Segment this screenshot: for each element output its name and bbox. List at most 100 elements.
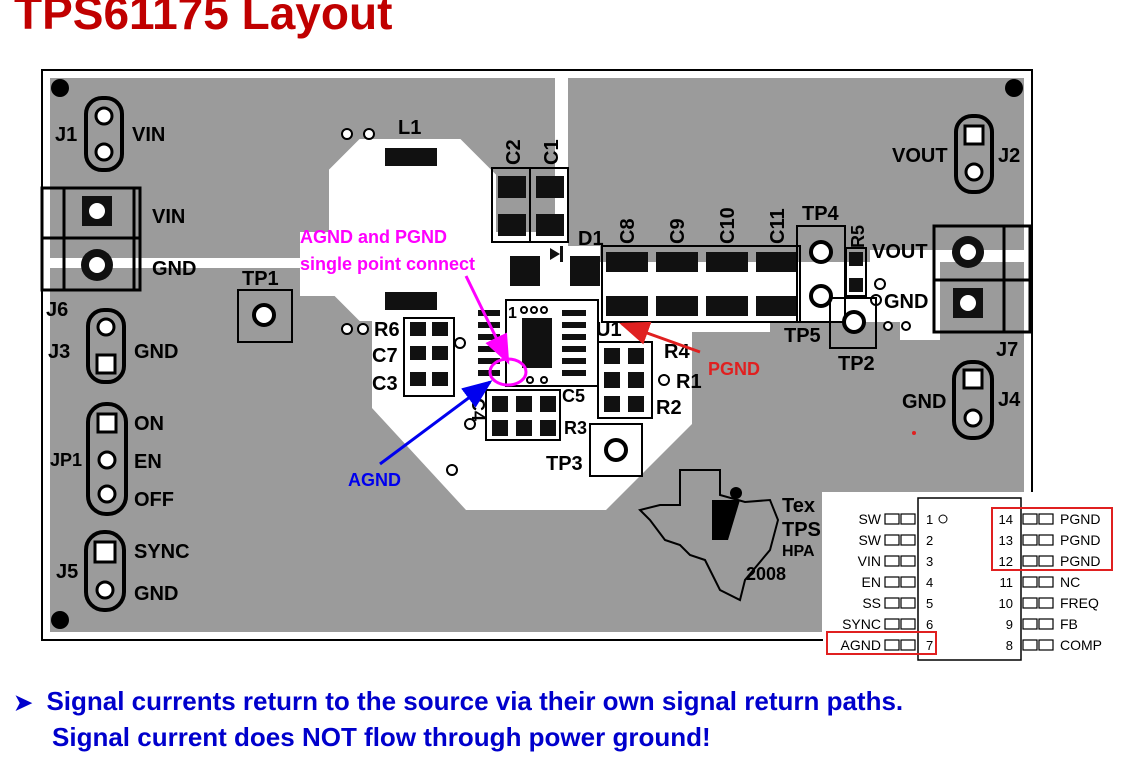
j4-gnd-label: GND bbox=[902, 391, 946, 413]
pin-number: 11 bbox=[1000, 575, 1014, 590]
c2-label: C2 bbox=[503, 139, 525, 165]
pin-pad bbox=[884, 576, 900, 588]
logo-tps-text: TPS bbox=[782, 519, 821, 541]
pin-pad bbox=[1022, 555, 1038, 567]
c11-label: C11 bbox=[767, 208, 789, 244]
j2-label: J2 bbox=[998, 145, 1020, 167]
pin-pad bbox=[884, 597, 900, 609]
j5-label: J5 bbox=[56, 561, 78, 583]
pin-name: PGND bbox=[1060, 532, 1100, 548]
j7-label: J7 bbox=[996, 339, 1018, 361]
l1-label: L1 bbox=[398, 117, 421, 139]
logo-tex-text: Tex bbox=[782, 495, 815, 517]
pin-pad bbox=[1022, 618, 1038, 630]
pin-number: 14 bbox=[999, 512, 1013, 527]
output-copper-pour bbox=[568, 78, 1024, 262]
jp1-label: JP1 bbox=[50, 450, 82, 470]
j5-sync-label: SYNC bbox=[134, 541, 190, 563]
bullet-line-1: ➤ Signal currents return to the source vi… bbox=[14, 686, 903, 717]
j4-label: J4 bbox=[998, 389, 1021, 411]
tp3-label: TP3 bbox=[546, 453, 583, 475]
c9-label: C9 bbox=[667, 218, 689, 244]
u1-pin1-label: 1 bbox=[508, 305, 517, 322]
pgnd-annotation: PGND bbox=[708, 359, 760, 379]
tp1-label: TP1 bbox=[242, 268, 279, 290]
pin-pad bbox=[884, 618, 900, 630]
bullet-line-2: Signal current does NOT flow through pow… bbox=[52, 722, 711, 753]
pin-name: SYNC bbox=[842, 616, 881, 632]
r3-label: R3 bbox=[564, 418, 587, 438]
bullet-arrow-icon: ➤ bbox=[14, 690, 33, 715]
pin-number: 13 bbox=[999, 533, 1013, 548]
pin-pad bbox=[884, 513, 900, 525]
pin-number: 1 bbox=[926, 512, 933, 527]
agnd-pgnd-annotation-line2: single point connect bbox=[300, 254, 475, 274]
j5-gnd-label: GND bbox=[134, 583, 178, 605]
pin-pad bbox=[1022, 513, 1038, 525]
pin-name: AGND bbox=[841, 637, 881, 653]
j6-gnd-label: GND bbox=[152, 258, 196, 280]
jp1-en-label: EN bbox=[134, 451, 162, 473]
pin-number: 2 bbox=[926, 533, 933, 548]
pin-pad bbox=[884, 534, 900, 546]
pin-number: 10 bbox=[999, 596, 1013, 611]
c7-label: C7 bbox=[372, 345, 398, 367]
pin-pad bbox=[1022, 576, 1038, 588]
pin-number: 12 bbox=[999, 554, 1013, 569]
r2-label: R2 bbox=[656, 397, 682, 419]
pin-name: EN bbox=[862, 574, 881, 590]
tp5-label: TP5 bbox=[784, 325, 821, 347]
bullet-text-1: Signal currents return to the source via… bbox=[46, 686, 904, 716]
ground-copper-pour bbox=[50, 268, 940, 632]
pin-pad bbox=[884, 555, 900, 567]
agnd-pin-highlight bbox=[826, 631, 937, 655]
pin-pad bbox=[1022, 534, 1038, 546]
pin-number: 6 bbox=[926, 617, 933, 632]
bullet-text-2: Signal current does NOT flow through pow… bbox=[52, 722, 711, 752]
pgnd-arrow bbox=[619, 321, 701, 354]
slide-title: TPS61175 Layout bbox=[14, 0, 393, 39]
pin-name: SW bbox=[858, 511, 881, 527]
tp2-label: TP2 bbox=[838, 353, 875, 375]
pin-pad bbox=[884, 639, 900, 651]
inductor-l1-outline bbox=[329, 139, 496, 321]
magenta-arrow bbox=[464, 275, 510, 365]
j1-vin-label: VIN bbox=[132, 124, 165, 146]
pin-number: 3 bbox=[926, 554, 933, 569]
c1-label: C1 bbox=[541, 139, 563, 165]
pin-number: 4 bbox=[926, 575, 933, 590]
r6-label: R6 bbox=[374, 319, 400, 341]
c3-label: C3 bbox=[372, 373, 398, 395]
j7-vout-label: VOUT bbox=[872, 241, 928, 263]
output-capacitors bbox=[606, 252, 798, 316]
pin-name: SW bbox=[858, 532, 881, 548]
r1-label: R1 bbox=[676, 371, 702, 393]
c5-label: C5 bbox=[562, 386, 585, 406]
logo-hpa-text: HPA bbox=[782, 543, 815, 560]
j6-label: J6 bbox=[46, 299, 68, 321]
agnd-pgnd-annotation-line1: AGND and PGND bbox=[300, 227, 447, 247]
agnd-arrow bbox=[379, 380, 493, 466]
j3-label: J3 bbox=[48, 341, 70, 363]
j2-vout-label: VOUT bbox=[892, 145, 948, 167]
c10-label: C10 bbox=[717, 207, 739, 244]
jp1-off-label: OFF bbox=[134, 489, 174, 511]
pin-name: PGND bbox=[1060, 553, 1100, 569]
pgnd-pins-highlight bbox=[991, 507, 1113, 571]
jp1-on-label: ON bbox=[134, 413, 164, 435]
pin-number: 9 bbox=[1006, 617, 1013, 632]
pin-number: 5 bbox=[926, 596, 933, 611]
texas-logo-icon bbox=[638, 469, 780, 602]
pin-pad bbox=[1022, 597, 1038, 609]
j7-gnd-label: GND bbox=[884, 291, 928, 313]
pin-name: COMP bbox=[1060, 637, 1102, 653]
pin-name: SS bbox=[862, 595, 881, 611]
pin-name: VIN bbox=[858, 553, 881, 569]
agnd-annotation: AGND bbox=[348, 470, 401, 490]
single-point-circle bbox=[488, 357, 528, 387]
d1-label: D1 bbox=[578, 228, 604, 250]
pin-name: FB bbox=[1060, 616, 1078, 632]
r5-label: R5 bbox=[848, 225, 868, 248]
